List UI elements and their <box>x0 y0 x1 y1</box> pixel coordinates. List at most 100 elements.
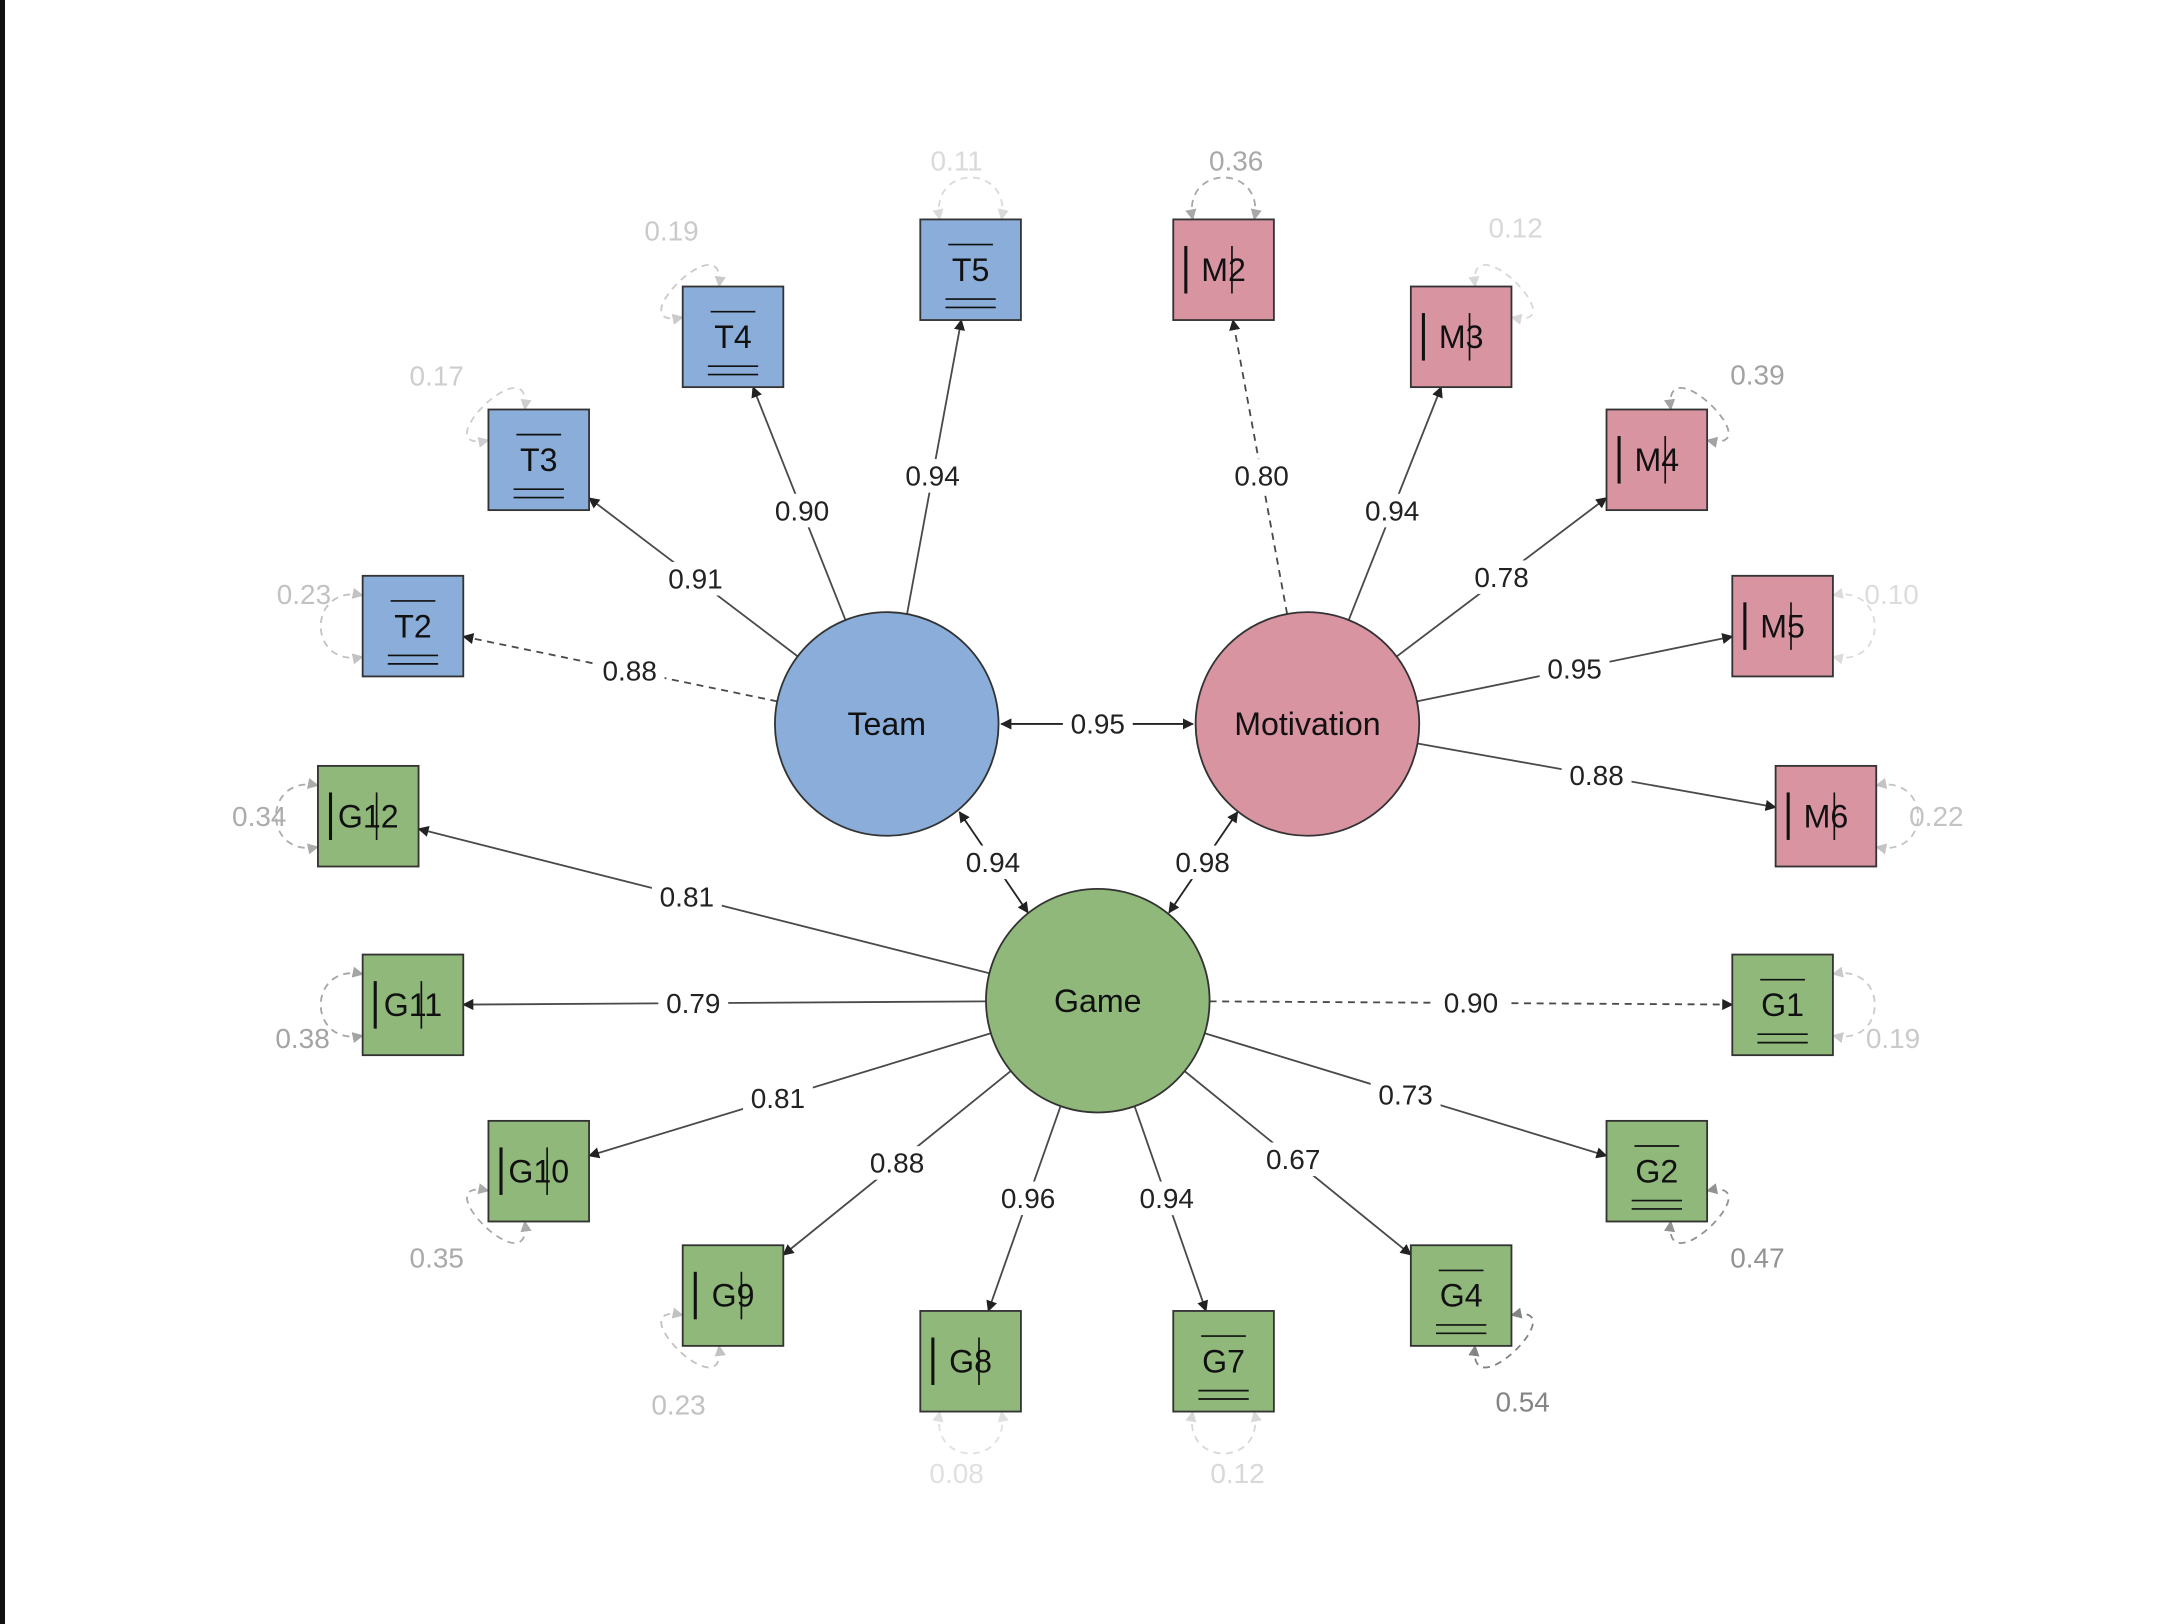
covariance-label-team-game-bg <box>958 845 1028 880</box>
loading-label-g4: 0.67 <box>1266 1144 1320 1175</box>
residual-loop-g7 <box>1185 1410 1262 1455</box>
indicator-t5 <box>919 218 1022 321</box>
covariance-label-team-motivation-bg <box>1062 707 1133 741</box>
indicator-g8 <box>919 1310 1022 1413</box>
loading-label-m4: 0.78 <box>1474 562 1528 593</box>
indicator-t2 <box>361 574 465 678</box>
indicator-g11 <box>361 953 465 1057</box>
loading-label-m5: 0.95 <box>1547 654 1601 685</box>
residual-loop-g8 <box>932 1410 1009 1455</box>
residual-loop-m4 <box>1664 387 1730 448</box>
indicator-label-m4: M4 <box>1634 442 1679 478</box>
latent-motivation <box>1194 611 1421 837</box>
loading-label-g12-bg <box>651 879 722 914</box>
residual-loop-t5 <box>932 176 1009 221</box>
loading-label-m2-bg <box>1226 459 1297 493</box>
indicator-label-t3: T3 <box>520 442 558 478</box>
latent-label-team: Team <box>847 706 926 742</box>
indicator-g12 <box>317 764 420 868</box>
residual-label-g2: 0.47 <box>1730 1243 1784 1274</box>
residual-loop-g10 <box>466 1183 532 1244</box>
loading-label-g12: 0.81 <box>660 882 714 913</box>
loading-label-m2: 0.80 <box>1234 461 1288 492</box>
loading-path-t2 <box>462 633 778 703</box>
indicator-g2 <box>1605 1119 1709 1223</box>
loading-label-t4-bg <box>767 493 837 528</box>
indicator-m6 <box>1774 764 1878 868</box>
residual-loop-g9 <box>660 1307 726 1369</box>
residual-label-m2: 0.36 <box>1209 146 1263 177</box>
loading-label-m4-bg <box>1466 560 1537 594</box>
covariance-label-motivation-game-bg <box>1167 845 1238 880</box>
residual-label-g1: 0.19 <box>1866 1023 1920 1054</box>
loading-label-g8: 0.96 <box>1001 1183 1055 1214</box>
loading-label-t2-bg <box>594 654 665 688</box>
indicator-label-g10: G10 <box>508 1153 569 1189</box>
latent-team <box>774 611 1000 837</box>
indicator-label-t5: T5 <box>952 252 990 288</box>
residual-label-g12: 0.34 <box>232 801 286 832</box>
residual-label-g8: 0.08 <box>929 1458 983 1489</box>
residual-loop-g12 <box>275 778 320 855</box>
indicator-g10 <box>487 1119 590 1223</box>
indicator-label-t4: T4 <box>714 319 752 355</box>
indicator-label-m6: M6 <box>1804 798 1849 834</box>
latent-label-game: Game <box>1054 983 1141 1019</box>
residual-label-g7: 0.12 <box>1210 1458 1264 1489</box>
loading-label-t5-bg <box>897 459 968 493</box>
covariance-label-team-motivation: 0.95 <box>1071 709 1125 740</box>
loading-label-t3: 0.91 <box>668 564 722 595</box>
loading-label-g2-bg <box>1370 1077 1441 1112</box>
latent-game <box>985 887 1211 1114</box>
loading-label-m3-bg <box>1357 493 1428 528</box>
covariance-label-team-game: 0.94 <box>966 847 1020 878</box>
indicator-label-g7: G7 <box>1202 1343 1245 1379</box>
indicator-label-g1: G1 <box>1761 987 1804 1023</box>
indicator-label-m3: M3 <box>1439 319 1484 355</box>
residual-loop-g4 <box>1468 1307 1534 1369</box>
indicator-g4 <box>1409 1244 1513 1347</box>
indicator-g1 <box>1731 953 1834 1057</box>
loading-label-g7-bg <box>1131 1181 1202 1216</box>
residual-loop-m6 <box>1875 778 1919 855</box>
loading-label-g1-bg <box>1435 986 1506 1020</box>
residual-loop-t3 <box>466 387 532 448</box>
residual-loop-g11 <box>320 966 364 1044</box>
residual-label-g11: 0.38 <box>275 1023 329 1054</box>
loading-label-t5: 0.94 <box>905 461 959 492</box>
left-border <box>0 0 5 1624</box>
residual-loop-g2 <box>1664 1183 1730 1244</box>
loading-label-g11: 0.79 <box>666 988 720 1019</box>
indicator-label-m5: M5 <box>1760 608 1805 644</box>
residual-label-g4: 0.54 <box>1495 1387 1549 1418</box>
residual-label-m3: 0.12 <box>1488 213 1542 244</box>
residual-loop-m5 <box>1831 587 1876 665</box>
indicator-label-g8: G8 <box>949 1343 992 1379</box>
residual-label-g10: 0.35 <box>410 1243 464 1274</box>
residual-loop-t2 <box>320 587 364 665</box>
loading-label-g11-bg <box>658 986 729 1020</box>
indicator-label-g11: G11 <box>384 987 442 1023</box>
indicator-label-t2: T2 <box>394 608 432 644</box>
indicator-label-g12: G12 <box>338 798 399 834</box>
loading-label-m5-bg <box>1539 652 1610 686</box>
indicator-label-g4: G4 <box>1440 1278 1483 1314</box>
loading-label-g7: 0.94 <box>1140 1183 1194 1214</box>
residual-label-t2: 0.23 <box>277 579 331 610</box>
loading-label-g9: 0.88 <box>870 1148 924 1179</box>
loading-label-g1: 0.90 <box>1444 988 1498 1019</box>
loading-label-g10: 0.81 <box>751 1083 805 1114</box>
residual-label-m6: 0.22 <box>1909 801 1963 832</box>
indicator-label-g9: G9 <box>712 1278 755 1314</box>
loading-label-m3: 0.94 <box>1365 495 1419 526</box>
residual-label-t5: 0.11 <box>930 146 982 177</box>
residual-loop-t4 <box>660 264 726 325</box>
indicator-m3 <box>1409 285 1513 389</box>
residual-label-m4: 0.39 <box>1730 359 1784 390</box>
latent-label-motivation: Motivation <box>1234 706 1380 742</box>
indicator-g9 <box>681 1244 785 1347</box>
residual-label-t3: 0.17 <box>410 361 464 392</box>
residual-loop-g1 <box>1831 966 1876 1044</box>
indicator-m5 <box>1731 574 1834 678</box>
